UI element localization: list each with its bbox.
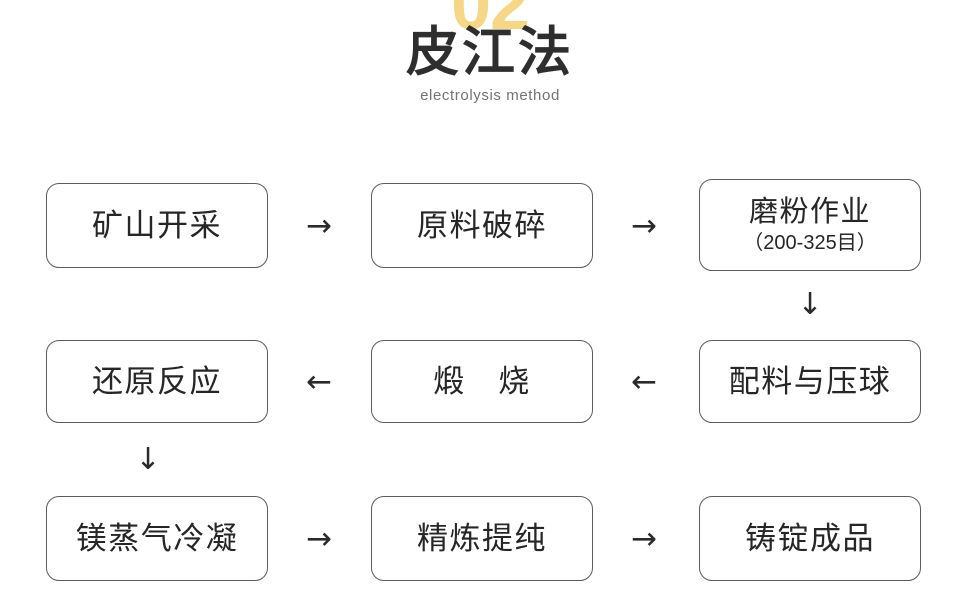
flow-arrow-down-c1: ↓ <box>135 442 161 477</box>
page-title: 皮江法 <box>406 23 574 82</box>
flow-arrow-down-c3: ↓ <box>797 287 823 322</box>
flow-node-label: 精炼提纯 <box>417 520 547 556</box>
flow-node-crushing[interactable]: 原料破碎 <box>371 183 593 268</box>
flow-node-refining[interactable]: 精炼提纯 <box>371 496 593 581</box>
flow-arrow-right-r3-a2: → <box>631 520 657 557</box>
flow-node-reduction[interactable]: 还原反应 <box>46 340 268 423</box>
section-number-watermark: 02 <box>450 0 530 45</box>
flow-node-label: 矿山开采 <box>92 207 222 243</box>
flow-node-label: 煅 烧 <box>433 363 531 399</box>
flow-arrow-right-r1-a2: → <box>631 207 657 244</box>
flow-node-batching[interactable]: 配料与压球 <box>699 340 921 423</box>
flow-arrow-left-r2-a1: ← <box>306 363 332 400</box>
flow-node-label: 镁蒸气冷凝 <box>75 520 239 556</box>
flow-node-mining[interactable]: 矿山开采 <box>46 183 268 268</box>
flow-node-milling[interactable]: 磨粉作业 （200-325目） <box>699 179 921 271</box>
flow-node-label: 磨粉作业 <box>748 195 871 228</box>
page-header: 02 皮江法 electrolysis method <box>0 0 980 130</box>
flow-arrow-right-r1-a1: → <box>306 207 332 244</box>
flow-arrow-left-r2-a2: ← <box>631 363 657 400</box>
flow-node-label: 配料与压球 <box>728 363 892 399</box>
page-subtitle: electrolysis method <box>420 87 560 104</box>
flow-node-label: 还原反应 <box>92 363 222 399</box>
flow-node-label: 原料破碎 <box>417 207 547 243</box>
flow-node-sublabel: （200-325目） <box>743 232 877 255</box>
flow-node-ingot[interactable]: 铸锭成品 <box>699 496 921 581</box>
flow-node-label: 铸锭成品 <box>745 520 875 556</box>
flow-node-condensation[interactable]: 镁蒸气冷凝 <box>46 496 268 581</box>
flow-node-calcination[interactable]: 煅 烧 <box>371 340 593 423</box>
flow-arrow-right-r3-a1: → <box>306 520 332 557</box>
